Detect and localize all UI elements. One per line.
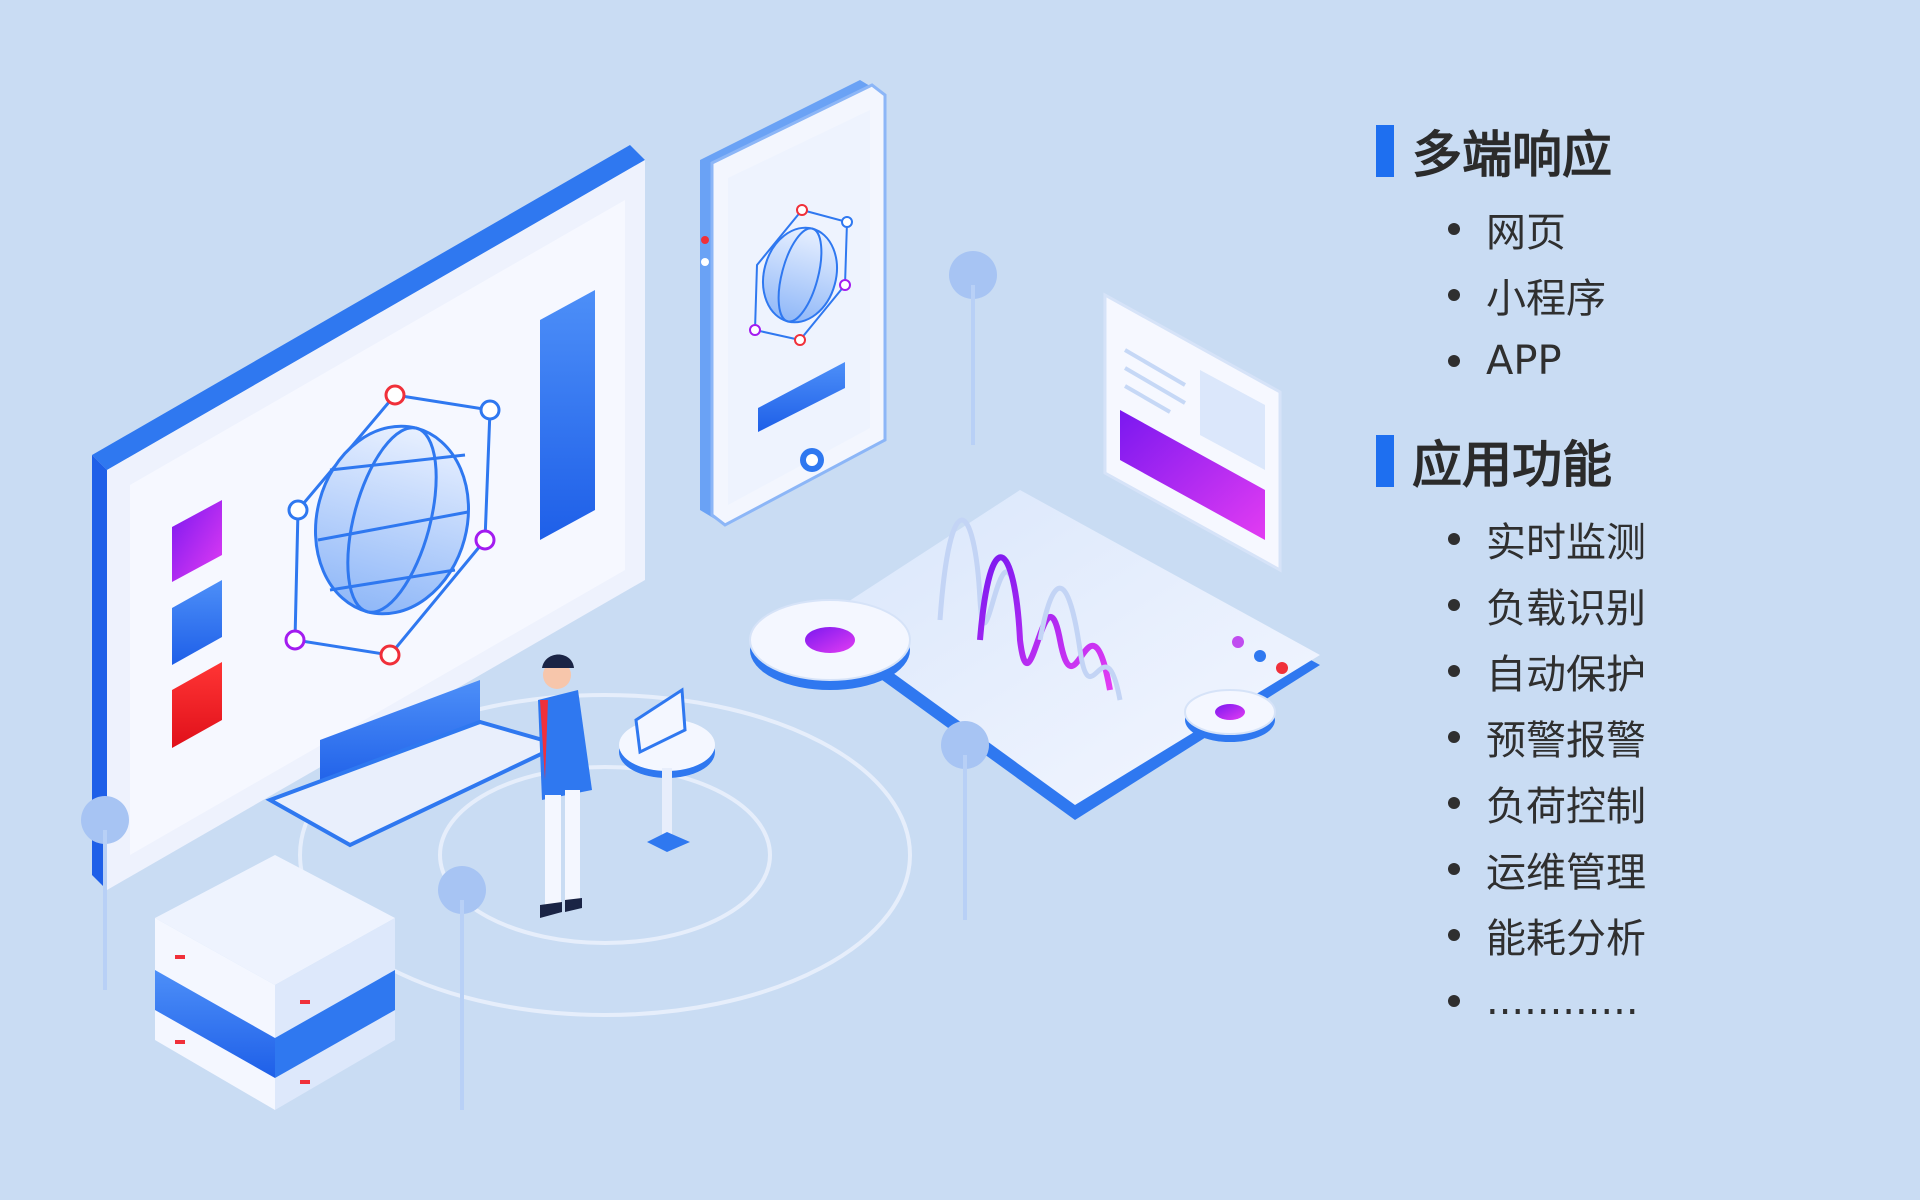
bullet-icon <box>1448 599 1460 611</box>
section-title-text: 多端响应 <box>1412 126 1612 184</box>
bullet-icon <box>1448 929 1460 941</box>
isometric-illustration <box>81 80 1320 1110</box>
bullet-icon <box>1448 533 1460 545</box>
list-item-label: 小程序 <box>1486 276 1606 322</box>
bullet-icon <box>1448 731 1460 743</box>
list-item-label: 预警报警 <box>1486 718 1646 764</box>
multi-device-list: 网页 小程序 APP <box>1376 196 1896 394</box>
list-item-label: ............ <box>1486 978 1639 1024</box>
bullet-icon <box>1448 223 1460 235</box>
globe-icon <box>284 384 501 666</box>
map-pins <box>81 251 997 1110</box>
list-item-label: 负荷控制 <box>1486 784 1646 830</box>
list-item: 自动保护 <box>1448 638 1896 704</box>
list-item-label: 网页 <box>1486 210 1566 256</box>
feature-panel: 多端响应 网页 小程序 APP 应用功能 实时监测 负载识别 自动保护 预警报警… <box>1376 118 1896 1068</box>
list-item: 实时监测 <box>1448 506 1896 572</box>
desk <box>619 687 715 852</box>
phone <box>700 80 887 527</box>
list-item: 小程序 <box>1448 262 1896 328</box>
section-title-text: 应用功能 <box>1412 436 1612 494</box>
accent-bar <box>1376 435 1394 487</box>
bullet-icon <box>1448 863 1460 875</box>
bullet-icon <box>1448 289 1460 301</box>
bullet-icon <box>1448 355 1460 367</box>
list-item: ............ <box>1448 968 1896 1034</box>
list-item-label: 实时监测 <box>1486 520 1646 566</box>
list-item-label: APP <box>1486 338 1562 384</box>
section-title-app-functions: 应用功能 <box>1376 428 1896 494</box>
bullet-icon <box>1448 995 1460 1007</box>
floor-rings <box>298 693 912 1017</box>
monitor <box>92 145 645 890</box>
section-title-multi-device: 多端响应 <box>1376 118 1896 184</box>
list-item: 运维管理 <box>1448 836 1896 902</box>
server-rack <box>155 855 395 1110</box>
list-item: 负荷控制 <box>1448 770 1896 836</box>
gear-icon-small <box>1184 689 1276 742</box>
bullet-icon <box>1448 665 1460 677</box>
list-item: 能耗分析 <box>1448 902 1896 968</box>
list-item: 网页 <box>1448 196 1896 262</box>
accent-bar <box>1376 125 1394 177</box>
list-item: APP <box>1448 328 1896 394</box>
bullet-icon <box>1448 797 1460 809</box>
person <box>538 654 592 918</box>
floating-card <box>1103 292 1282 573</box>
list-item-label: 自动保护 <box>1486 652 1646 698</box>
list-item-label: 负载识别 <box>1486 586 1646 632</box>
list-item-label: 能耗分析 <box>1486 916 1646 962</box>
list-item: 预警报警 <box>1448 704 1896 770</box>
app-functions-list: 实时监测 负载识别 自动保护 预警报警 负荷控制 运维管理 能耗分析 .....… <box>1376 506 1896 1034</box>
list-item-label: 运维管理 <box>1486 850 1646 896</box>
gear-icon <box>749 599 911 690</box>
globe-icon-small <box>749 204 853 346</box>
list-item: 负载识别 <box>1448 572 1896 638</box>
